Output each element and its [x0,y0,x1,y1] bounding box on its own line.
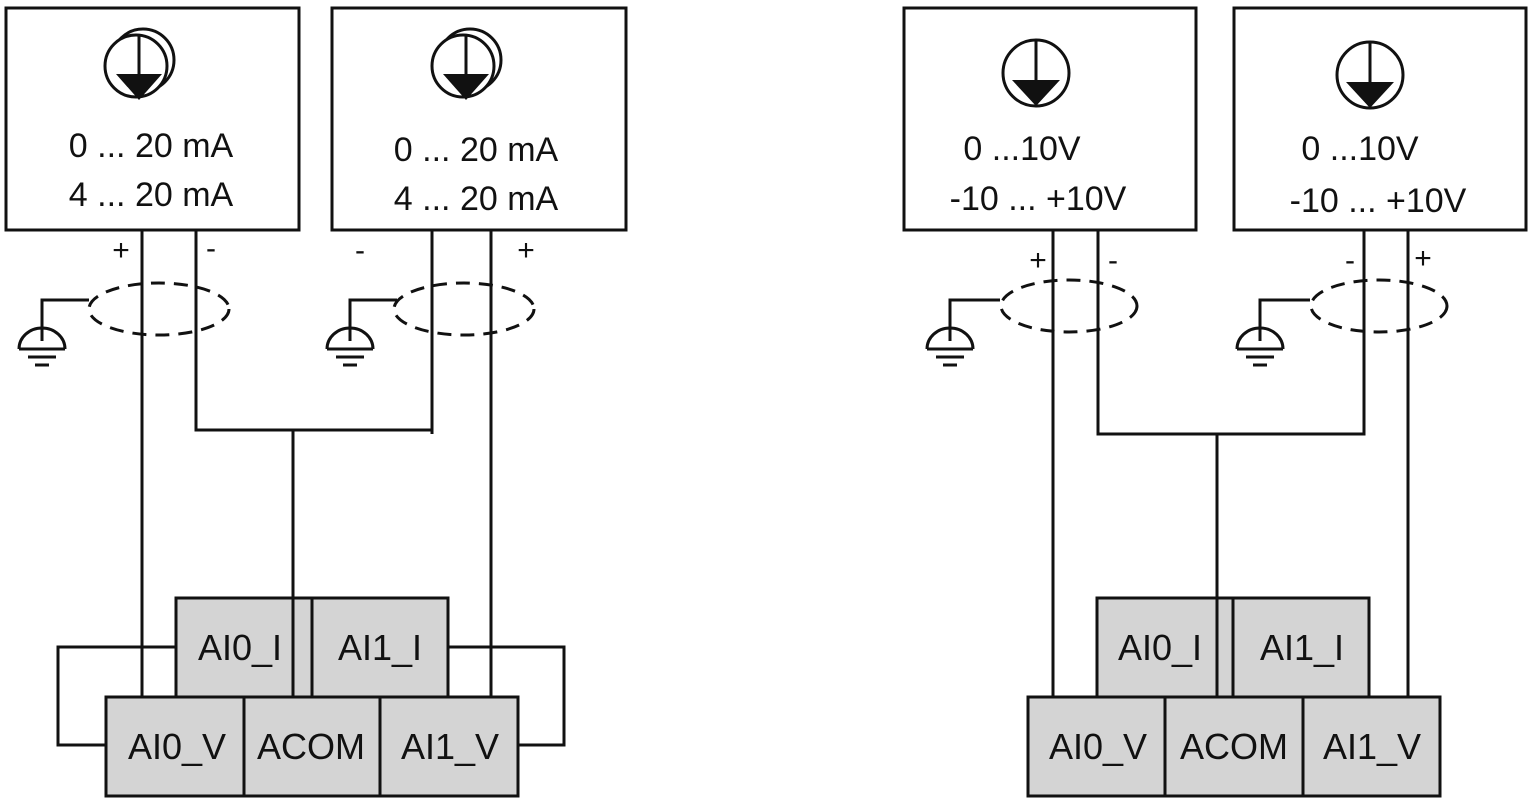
terminal-label: AI0_I [1118,627,1202,668]
right-circuit: 0 ...10V -10 ... +10V 0 ...10V -10 ... +… [902,6,1528,798]
terminal-label: AI0_I [198,627,282,668]
current-source-icon [430,27,503,100]
terminal-label: AI1_V [401,726,499,767]
protective-earth-icon [925,301,975,367]
left-circuit: 0 ... 20 mA 4 ... 20 mA 0 ... 20 mA 4 ..… [4,6,628,798]
terminal-ai0-i [1095,596,1235,699]
terminal-ai1-v [378,695,520,798]
terminal-acom [242,695,382,798]
polarity-plus-label: + [1029,244,1047,277]
voltage-sensor-1-range-2: -10 ... +10V [950,180,1127,218]
voltage-source-icon [1335,40,1405,110]
protective-earth-icon [17,301,67,367]
current-sensor-2-range-2: 4 ... 20 mA [394,180,559,218]
protective-earth-icon [1235,301,1285,367]
voltage-sensor-2-range-2: -10 ... +10V [1290,182,1467,220]
terminal-label: ACOM [257,726,365,767]
polarity-plus-label: + [1414,242,1432,275]
terminal-label: ACOM [1180,726,1288,767]
polarity-minus-label: - [355,234,365,267]
shield-drain-wire [40,298,89,303]
terminal-label: AI1_I [1260,627,1344,668]
current-sensor-1-range-1: 0 ... 20 mA [69,127,234,165]
polarity-minus-label: - [206,232,216,265]
voltage-sensor-1-range-1: 0 ...10V [963,130,1081,168]
cable-shield [392,281,536,337]
current-source-icon [103,27,176,100]
shield-drain-wire [1258,298,1310,303]
shield-drain-wire [948,298,1000,303]
terminal-label: AI0_V [1049,726,1147,767]
cable-shield [87,281,231,337]
terminal-ai1-i [1231,596,1371,699]
current-sensor-1-range-2: 4 ... 20 mA [69,176,234,214]
shield-drain-wire [348,298,397,303]
cable-shield [999,278,1139,334]
polarity-minus-label: - [1108,244,1118,277]
terminal-ai1-i [310,596,450,699]
polarity-minus-label: - [1345,244,1355,277]
polarity-plus-label: + [517,234,535,267]
terminal-label: AI1_I [338,627,422,668]
terminal-ai0-i [174,596,314,699]
protective-earth-icon [325,301,375,367]
terminal-block: AI0_I AI1_I AI0_V ACOM AI1_V [104,596,520,798]
terminal-ai0-v [1026,695,1167,798]
terminal-label: AI1_V [1323,726,1421,767]
voltage-sensor-2-range-1: 0 ...10V [1301,130,1419,168]
terminal-ai0-v [104,695,246,798]
terminal-block: AI0_I AI1_I AI0_V ACOM AI1_V [1026,596,1442,798]
terminal-label: AI0_V [128,726,226,767]
polarity-plus-label: + [112,234,130,267]
cable-shield [1309,278,1449,334]
current-sensor-2-range-1: 0 ... 20 mA [394,131,559,169]
voltage-source-icon [1001,38,1071,108]
terminal-ai1-v [1301,695,1442,798]
